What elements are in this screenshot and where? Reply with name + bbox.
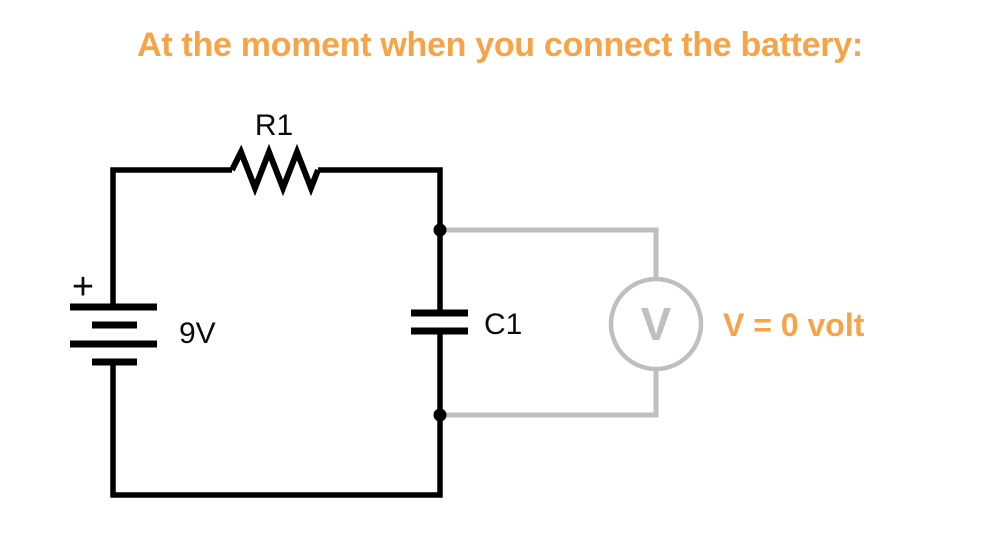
battery-polarity-label: + — [72, 266, 94, 308]
voltmeter-symbol: V — [641, 298, 672, 350]
capacitor-label: C1 — [484, 308, 522, 341]
resistor-label: R1 — [255, 109, 293, 142]
resistor-symbol — [229, 143, 321, 197]
wire-bottom — [110, 334, 443, 498]
voltmeter-wire-bottom — [440, 367, 659, 418]
main-loop — [70, 143, 468, 498]
voltmeter-reading: V = 0 volt — [723, 307, 865, 343]
voltmeter-icon — [608, 276, 704, 372]
figure-title: At the moment when you connect the batte… — [137, 26, 863, 64]
junction-dot-top — [433, 223, 447, 237]
voltmeter-wire-top — [440, 227, 659, 281]
voltmeter-branch: V — [440, 227, 704, 418]
wire-top-right — [318, 167, 443, 310]
battery-label: 9V — [179, 317, 216, 350]
junction-dot-bottom — [433, 408, 447, 422]
wire-left-top — [110, 167, 232, 309]
